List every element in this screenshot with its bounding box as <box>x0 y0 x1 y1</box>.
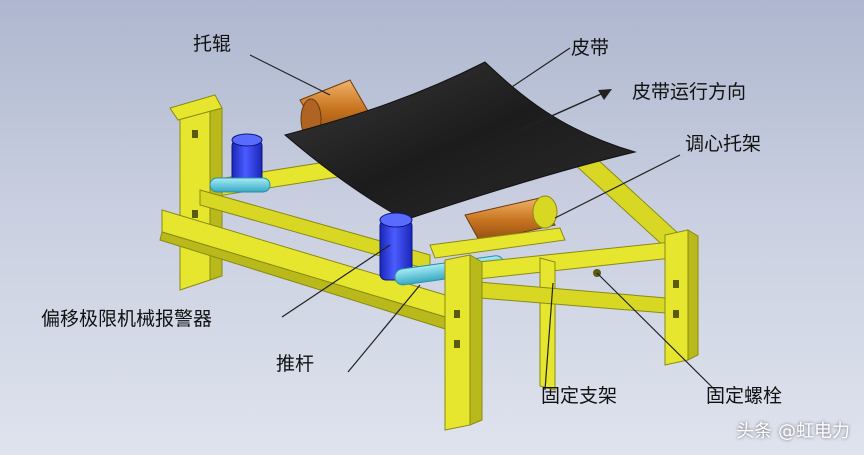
self-aligning-bar <box>429 227 566 259</box>
leader-fixed-bracket <box>544 282 554 391</box>
lower-idler-roller <box>464 195 558 243</box>
back-alarm-unit <box>209 133 271 193</box>
leader-lines <box>249 47 716 391</box>
front-left-post <box>444 254 483 431</box>
leader-fixed-bolt <box>596 272 716 391</box>
label-idler: 托辊 <box>193 33 232 55</box>
leader-self-aligning-frame <box>554 154 681 219</box>
leader-deviation-alarm <box>281 244 391 318</box>
conveyor-belt <box>283 61 637 221</box>
front-rail <box>449 239 691 391</box>
label-direction: 皮带运行方向 <box>632 81 747 103</box>
label-fixed-bolt: 固定螺栓 <box>706 385 783 407</box>
belt-direction-arrow <box>519 89 612 131</box>
right-post <box>664 229 699 366</box>
label-self-aligning-frame: 调心托架 <box>685 133 762 155</box>
label-deviation-alarm: 偏移极限机械报警器 <box>41 308 213 330</box>
label-belt: 皮带 <box>571 37 610 59</box>
leader-belt <box>484 47 571 106</box>
label-fixed-bracket: 固定支架 <box>541 385 618 407</box>
leader-idler <box>249 54 331 96</box>
leader-push-rod <box>347 284 421 373</box>
label-push-rod: 推杆 <box>276 353 315 375</box>
left-back-post <box>169 94 223 291</box>
watermark: 头条 @虹电力 <box>736 421 850 442</box>
